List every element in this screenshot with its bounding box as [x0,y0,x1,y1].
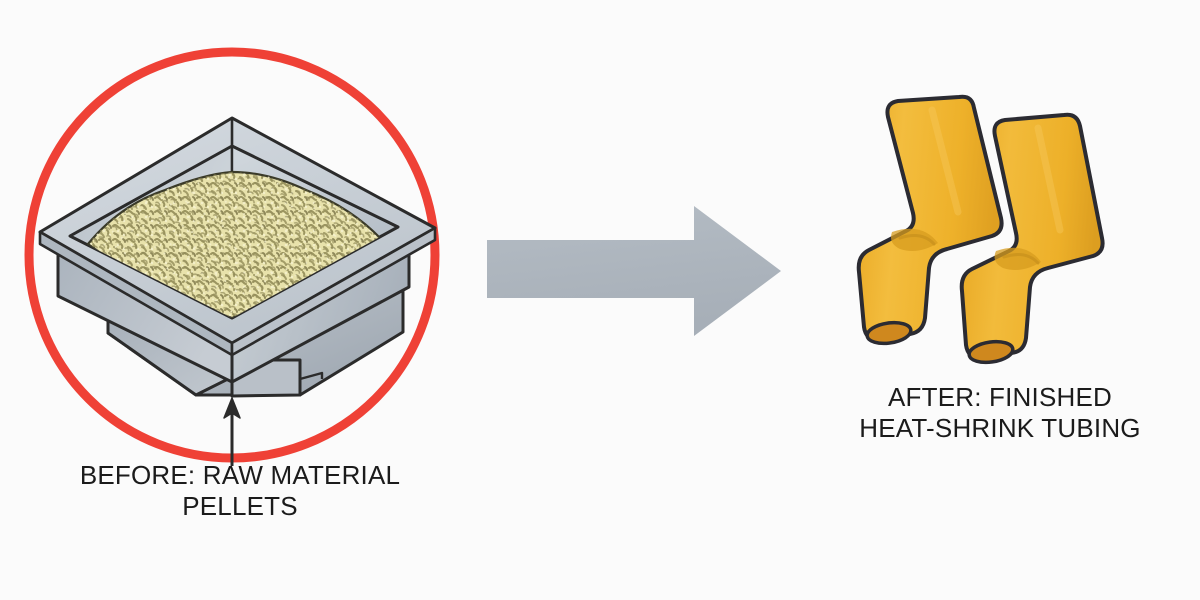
heat-shrink-tubing-icon [856,94,1105,365]
up-arrow-icon [223,397,241,466]
before-caption-line1: BEFORE: RAW MATERIAL [79,460,401,490]
after-caption-line1: AFTER: FINISHED [887,382,1112,412]
right-arrow-icon [487,206,781,336]
tubing-piece-right [959,112,1105,365]
before-caption-line2: PELLETS [182,491,298,521]
after-caption: AFTER: FINISHED HEAT-SHRINK TUBING [815,382,1185,444]
after-caption-line2: HEAT-SHRINK TUBING [859,413,1141,443]
tubing-piece-left [856,94,1004,346]
before-caption: BEFORE: RAW MATERIAL PELLETS [0,460,480,522]
